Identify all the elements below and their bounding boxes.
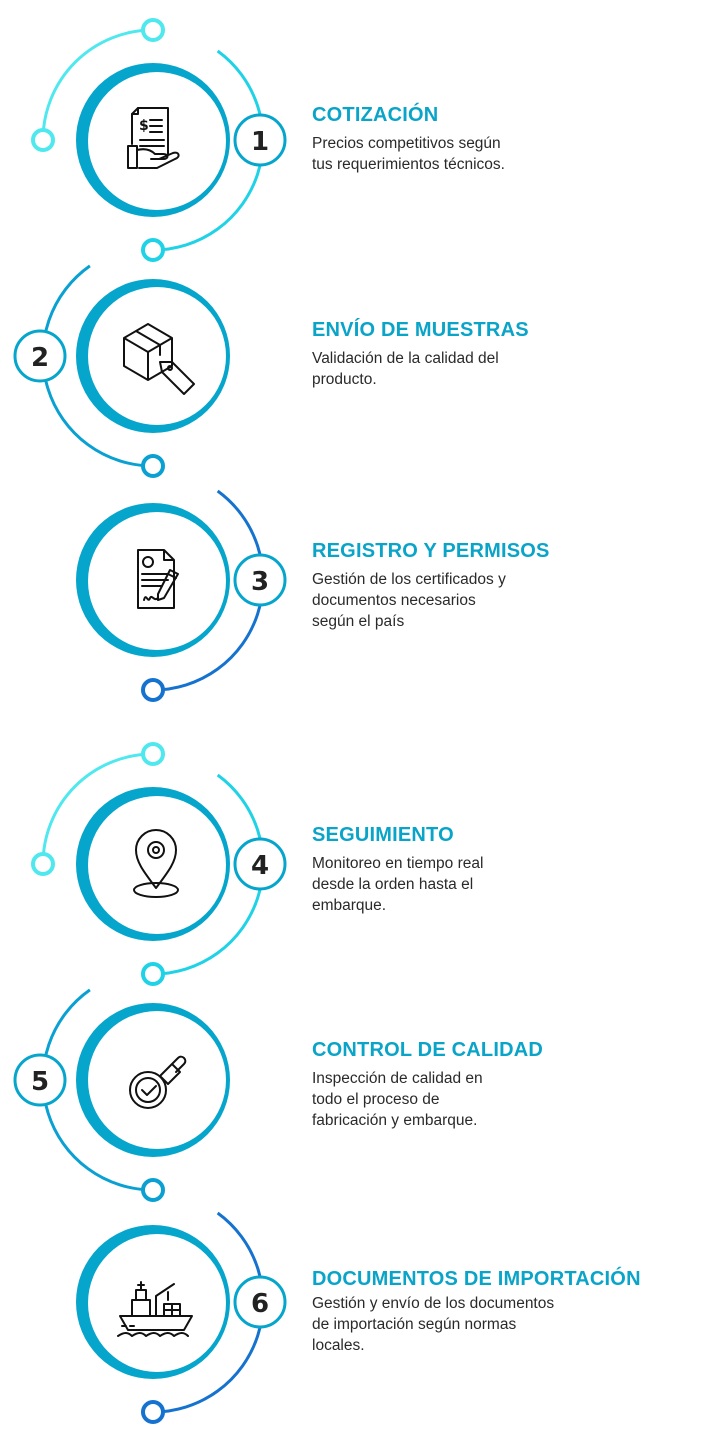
- step-description: Inspección de calidad en todo el proceso…: [312, 1070, 483, 1129]
- main-circle: [88, 287, 226, 425]
- timeline-node: [141, 1400, 165, 1424]
- step-3: 3: [76, 489, 287, 702]
- quote-invoice-icon: $: [127, 107, 180, 169]
- outer-arc: [152, 1211, 265, 1414]
- step-3-text: REGISTRO Y PERMISOS Gestión de los certi…: [312, 539, 702, 632]
- outer-arc: [41, 988, 154, 1192]
- step-5-text: CONTROL DE CALIDAD Inspección de calidad…: [312, 1038, 702, 1131]
- step-number: 6: [251, 1289, 269, 1319]
- main-circle: [88, 796, 226, 934]
- step-6-text: DOCUMENTOS DE IMPORTACIÓN Gestión y enví…: [312, 1267, 702, 1356]
- timeline-node: [141, 1178, 165, 1202]
- step-description: Validación de la calidad del producto.: [312, 350, 499, 388]
- step-number-badge: [233, 553, 287, 607]
- outer-arc: [41, 752, 154, 865]
- step-number: 1: [251, 127, 269, 157]
- cargo-ship-icon: [117, 1281, 193, 1337]
- timeline-node: [141, 962, 165, 986]
- timeline-node: [141, 238, 165, 262]
- step-number: 2: [31, 343, 49, 373]
- step-number: 5: [31, 1067, 49, 1097]
- step-1-text: COTIZACIÓN Precios competitivos según tu…: [312, 103, 702, 175]
- step-title: DOCUMENTOS DE IMPORTACIÓN: [312, 1268, 641, 1290]
- step-title: CONTROL DE CALIDAD: [312, 1039, 544, 1061]
- timeline-node: [31, 128, 55, 152]
- outer-arc: [41, 264, 154, 468]
- step-5: 5: [13, 988, 230, 1202]
- step-number-badge: [233, 1275, 287, 1329]
- step-number-badge: [13, 1053, 67, 1107]
- outer-arc: [152, 489, 265, 692]
- step-6: 6: [76, 1211, 287, 1424]
- step-number-badge: [233, 113, 287, 167]
- outer-arc: [41, 28, 154, 141]
- step-1: $1: [31, 18, 287, 262]
- timeline-node: [141, 18, 165, 42]
- timeline-node: [141, 454, 165, 478]
- step-4: 4: [31, 742, 287, 986]
- step-number: 4: [251, 851, 269, 881]
- package-tag-icon: [123, 323, 195, 395]
- step-title: COTIZACIÓN: [312, 104, 439, 126]
- step-title: SEGUIMIENTO: [312, 824, 454, 846]
- step-title: ENVÍO DE MUESTRAS: [312, 319, 529, 341]
- step-number-badge: [233, 837, 287, 891]
- step-4-text: SEGUIMIENTO Monitoreo en tiempo real des…: [312, 823, 702, 916]
- signed-document-icon: [137, 549, 179, 609]
- step-description: Gestión de los certificados y documentos…: [312, 571, 506, 630]
- step-2-text: ENVÍO DE MUESTRAS Validación de la calid…: [312, 318, 702, 390]
- step-number: 3: [251, 567, 269, 597]
- step-title: REGISTRO Y PERMISOS: [312, 540, 550, 562]
- location-pin-icon: [133, 829, 179, 898]
- approval-stamp-icon: [129, 1055, 187, 1109]
- step-2: 2: [13, 264, 230, 478]
- outer-arc: [152, 49, 265, 252]
- outer-arc: [152, 773, 265, 976]
- step-description: Gestión y envío de los documentos de imp…: [312, 1295, 555, 1354]
- step-number-badge: [13, 329, 67, 383]
- svg-text:$: $: [139, 118, 149, 134]
- timeline-node: [31, 852, 55, 876]
- step-description: Precios competitivos según tus requerimi…: [312, 135, 505, 173]
- main-circle: [88, 1011, 226, 1149]
- step-description: Monitoreo en tiempo real desde la orden …: [312, 855, 484, 914]
- timeline-node: [141, 678, 165, 702]
- timeline-node: [141, 742, 165, 766]
